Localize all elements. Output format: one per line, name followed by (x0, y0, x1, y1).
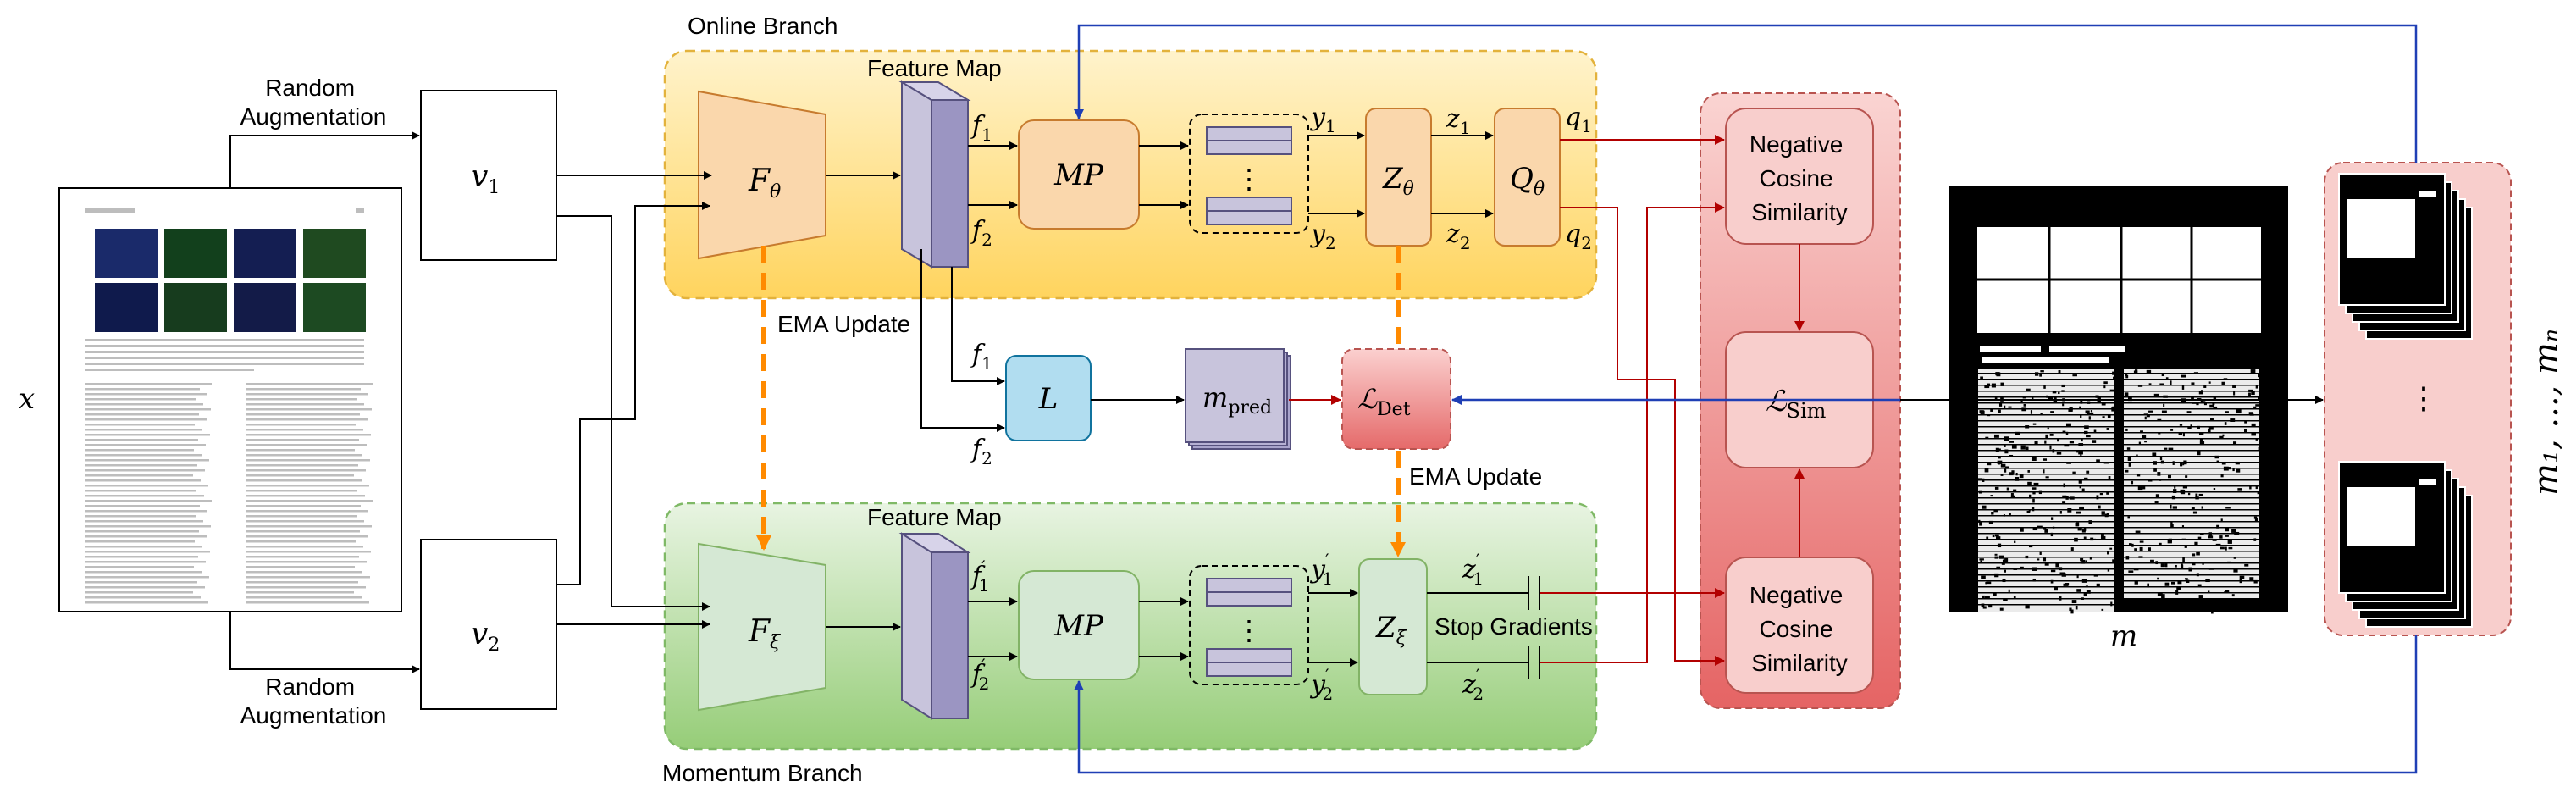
svg-text:⋮: ⋮ (1235, 163, 1263, 195)
arrow-fm-to-L-f2 (920, 249, 1005, 432)
vector-stack-top: ⋮ (1189, 114, 1309, 234)
z-theta-symbol: Zθ (1382, 162, 1414, 200)
random-augmentation-label-bottom: Random Augmentation (240, 673, 387, 729)
arrow-x-to-v2 (229, 612, 420, 673)
l-sim-symbol: ℒSim (1766, 385, 1827, 423)
feature-map-top-front (901, 80, 932, 269)
q-theta-block (1494, 108, 1561, 247)
mp-block-bottom (1018, 570, 1140, 680)
mask-stack-bottom (2338, 461, 2473, 628)
q1-label: q1 (1565, 103, 1592, 136)
input-x-symbol: x (19, 382, 35, 416)
svg-text:⋮: ⋮ (1235, 614, 1263, 646)
stop-gradients-label: Stop Gradients (1434, 613, 1593, 640)
mp-top-symbol: MP (1053, 158, 1104, 192)
view-v2-symbol: v2 (471, 617, 500, 656)
f1-prime-label: f′1 (970, 557, 989, 596)
z1-prime-label: z′1 (1462, 550, 1484, 589)
view-v1-symbol: v1 (471, 159, 500, 198)
mask-list-symbol: m₁, ..., mₙ (2527, 329, 2566, 496)
arrow-v1-to-f-xi (556, 215, 710, 611)
feature-map-bottom-side (931, 551, 969, 719)
feature-map-top-label: Feature Map (867, 55, 1002, 81)
encoder-f-theta (698, 90, 826, 260)
z-xi-block (1358, 558, 1428, 695)
encoder-f-theta-symbol: Fθ (748, 163, 781, 202)
feature-map-top-side (931, 99, 969, 268)
l-block (1005, 355, 1092, 441)
feature-map-bottom-label: Feature Map (867, 504, 1002, 530)
mask-m-symbol: m (2110, 619, 2137, 653)
f2-prime-label: f′2 (970, 655, 989, 694)
arrow-x-to-v1 (229, 131, 420, 188)
f1-top-label: f1 (970, 111, 992, 145)
mp-block-top (1018, 119, 1140, 230)
ema-update-label-right: EMA Update (1409, 463, 1542, 490)
z1-label: z1 (1446, 104, 1471, 138)
mp-bottom-symbol: MP (1053, 609, 1104, 643)
y1-label: y1 (1309, 103, 1336, 136)
neg-cos-sim-top-label: Negative Cosine Similarity (1750, 131, 1849, 225)
l-det-block (1341, 348, 1451, 450)
m-pred-stack (1185, 348, 1291, 450)
feature-map-bottom-front (901, 532, 932, 720)
l-symbol: L (1038, 382, 1059, 416)
blue-arrow-to-momentum-mp (1074, 635, 2418, 774)
mask-stack-dots: ⋮ (2408, 381, 2439, 416)
f1-mid-label: f1 (970, 340, 992, 374)
ema-update-label-left: EMA Update (777, 311, 910, 337)
z2-label: z2 (1446, 219, 1471, 253)
z2-prime-label: z′2 (1462, 665, 1484, 704)
m-pred-symbol: mpred (1202, 381, 1272, 418)
momentum-branch-label: Momentum Branch (662, 760, 863, 786)
mask-stack-top (2338, 173, 2473, 340)
encoder-f-xi-symbol: Fξ (748, 614, 782, 653)
y1-prime-label: y′1 (1309, 550, 1333, 589)
feature-map-top-top (898, 81, 971, 101)
online-branch-label: Online Branch (688, 13, 837, 39)
arrow-v2-to-f-theta (556, 202, 710, 585)
f2-mid-label: f2 (970, 435, 992, 468)
random-augmentation-label-top: Random Augmentation (240, 75, 387, 130)
z-xi-symbol: Zξ (1375, 611, 1408, 649)
vector-stack-bottom: ⋮ (1189, 565, 1309, 685)
arrow-fm-to-L-f1 (951, 267, 1005, 385)
q2-label: q2 (1565, 219, 1592, 253)
neg-cos-sim-bottom-label: Negative Cosine Similarity (1750, 582, 1849, 676)
y2-prime-label: y′2 (1309, 665, 1333, 704)
l-det-symbol: ℒDet (1357, 383, 1411, 420)
input-document-image (58, 187, 402, 612)
blue-arrow-to-online-mp (1074, 24, 2418, 163)
encoder-f-xi (698, 542, 826, 712)
arrow-z2p-to-neg-cos-top (1540, 202, 1725, 663)
view-v2-box (420, 539, 557, 710)
view-v1-box (420, 90, 557, 261)
feature-map-bottom-top (898, 533, 971, 553)
q-theta-symbol: Qθ (1510, 162, 1545, 200)
y2-label: y2 (1309, 219, 1336, 253)
